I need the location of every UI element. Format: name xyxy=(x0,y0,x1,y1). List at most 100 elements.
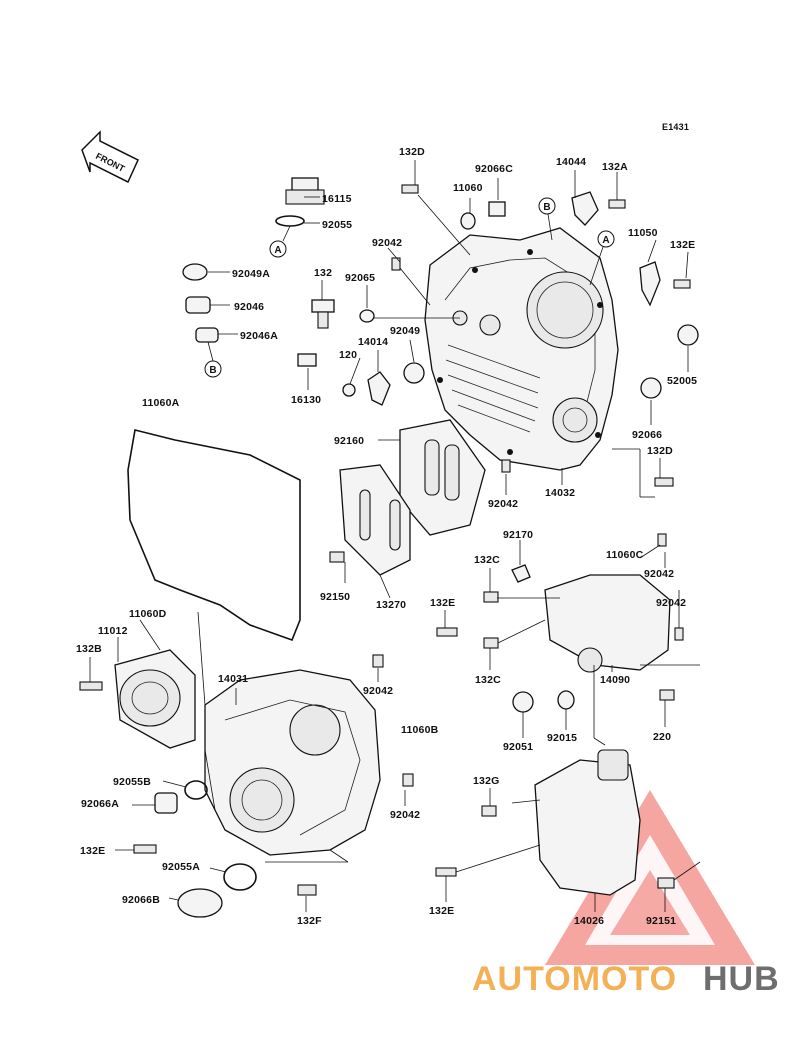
part-label: 11060C xyxy=(606,549,644,561)
part-label: 132D xyxy=(647,445,673,457)
plug-16130 xyxy=(297,353,317,367)
part-label: 13270 xyxy=(376,599,406,611)
part-label: 92042 xyxy=(363,685,393,697)
part-label: 92049A xyxy=(232,268,270,280)
part-label: 16130 xyxy=(291,394,321,406)
plate-92160 xyxy=(399,419,486,536)
part-label: 132B xyxy=(76,643,102,655)
part-label: 14090 xyxy=(600,674,630,686)
part-label: 16115 xyxy=(322,193,352,205)
part-label: 14026 xyxy=(574,915,604,927)
part-label: 92055B xyxy=(113,776,151,788)
part-label: 92160 xyxy=(334,435,364,447)
part-label: 14032 xyxy=(545,487,575,499)
plate-13270 xyxy=(339,464,411,576)
part-label: 92065 xyxy=(345,272,375,284)
part-label: 132E xyxy=(430,597,455,609)
leader-lines xyxy=(89,160,701,912)
part-label: 132E xyxy=(670,239,695,251)
part-label: 11012 xyxy=(98,625,128,637)
seal-92051 xyxy=(512,691,534,713)
svg-text:B: B xyxy=(543,202,550,213)
part-label: 92055A xyxy=(162,861,200,873)
plug-92066A xyxy=(154,792,178,814)
oil-seal-92066 xyxy=(640,377,662,399)
part-label: 92042 xyxy=(390,809,420,821)
seal-11060 xyxy=(460,212,476,230)
diagram-code: E1431 xyxy=(662,122,689,132)
part-label: 92042 xyxy=(488,498,518,510)
watermark-logo-icon xyxy=(545,790,755,965)
clip-92170 xyxy=(511,564,531,583)
part-label: 52005 xyxy=(667,375,697,387)
callout-A-right: A xyxy=(589,230,615,286)
part-label: 92066B xyxy=(122,894,160,906)
bracket-14044 xyxy=(571,191,599,226)
part-label: 120 xyxy=(339,349,357,361)
bolt-120 xyxy=(342,383,356,397)
dowel-92042-a xyxy=(391,257,401,271)
part-label: 14031 xyxy=(218,673,248,685)
part-label: 11060 xyxy=(453,182,483,194)
bearing-92046A xyxy=(195,327,219,343)
washer-92065 xyxy=(359,309,375,323)
oil-seal-52005 xyxy=(677,324,699,346)
part-label: 11060A xyxy=(142,397,180,409)
bolts-group xyxy=(79,184,691,896)
crankcase-cover-14032 xyxy=(424,227,619,471)
part-label: 132E xyxy=(429,905,454,917)
part-label: 92055 xyxy=(322,219,352,231)
watermark-text: AUTOMOTO HUB xyxy=(472,960,780,998)
bracket-14014 xyxy=(367,371,391,406)
seal-92049 xyxy=(403,362,425,384)
watermark-part2: HUB xyxy=(703,960,780,998)
part-label: 92151 xyxy=(646,915,676,927)
part-label: 92042 xyxy=(644,568,674,580)
svg-text:B: B xyxy=(209,365,216,376)
part-label: 14044 xyxy=(556,156,586,168)
part-label: 132G xyxy=(473,775,500,787)
part-label: 132C xyxy=(474,554,500,566)
cover-14090 xyxy=(544,574,671,673)
bushing-92015 xyxy=(557,690,575,710)
part-label: 92066C xyxy=(475,163,513,175)
part-label: 11060D xyxy=(129,608,167,620)
part-label: 132A xyxy=(602,161,628,173)
callout-B-left: B xyxy=(204,341,222,378)
part-label: 11050 xyxy=(628,227,658,239)
part-label: 92066 xyxy=(632,429,662,441)
plug-92066C xyxy=(488,201,506,217)
part-label: 132 xyxy=(314,267,332,279)
part-label: 92015 xyxy=(547,732,577,744)
gasket-11060A xyxy=(127,429,301,642)
svg-text:A: A xyxy=(274,245,281,256)
bracket-11050 xyxy=(639,261,661,307)
part-label: 92049 xyxy=(390,325,420,337)
part-label: 92150 xyxy=(320,591,350,603)
cover-14026 xyxy=(534,749,641,896)
part-label: 132D xyxy=(399,146,425,158)
o-ring-92055A xyxy=(223,863,257,891)
part-label: 11060B xyxy=(401,724,439,736)
o-ring-92055B xyxy=(184,780,208,800)
crankcase-cover-14031 xyxy=(204,669,381,856)
dowel-92042-c xyxy=(657,533,667,547)
dowel-92042-b xyxy=(501,459,511,473)
plug-92066B xyxy=(177,888,223,918)
bolt-132 xyxy=(311,299,335,329)
part-labels: 132D 11060 92066C 14044 132A 16115 92055… xyxy=(76,146,697,927)
part-label: 132C xyxy=(475,674,501,686)
part-label: 92042 xyxy=(372,237,402,249)
dowel-92042-d xyxy=(674,627,684,641)
dowel-92042-e xyxy=(372,654,384,668)
part-label: 92170 xyxy=(503,529,533,541)
callout-B-right: B xyxy=(538,197,556,241)
part-label: 14014 xyxy=(358,336,388,348)
svg-text:A: A xyxy=(602,235,609,246)
part-label: 92042 xyxy=(656,597,686,609)
o-ring-92055 xyxy=(275,215,305,227)
part-label: 92066A xyxy=(81,798,119,810)
part-label: 92046 xyxy=(234,301,264,313)
bearing-92046 xyxy=(185,296,211,314)
